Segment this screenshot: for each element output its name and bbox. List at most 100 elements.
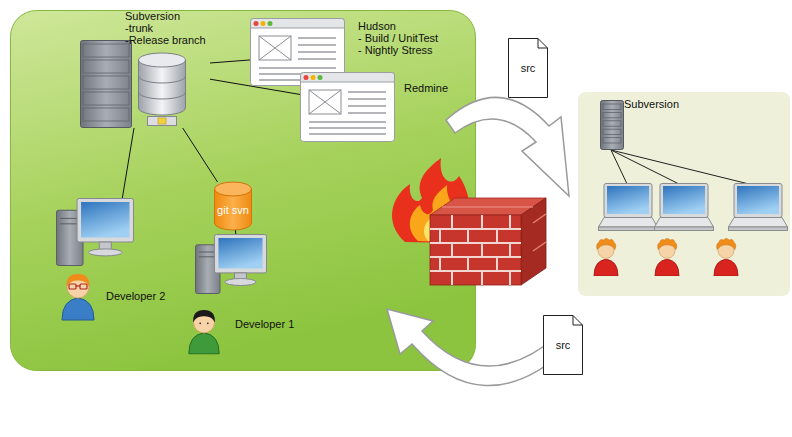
app-window (254, 21, 259, 26)
server-tower (83, 76, 129, 89)
app-window (259, 36, 291, 60)
server-tower (83, 44, 129, 57)
background-illustration (599, 184, 658, 231)
network-link (210, 60, 250, 63)
network-link (122, 128, 134, 198)
desktop-computer (225, 279, 256, 286)
background-illustration (451, 243, 453, 257)
person-figure (189, 333, 219, 354)
app-window (301, 73, 395, 83)
app-window (348, 112, 386, 114)
desktop-computer (199, 252, 216, 253)
background-illustration (655, 238, 679, 276)
background-illustration (430, 270, 521, 272)
background-illustration (594, 238, 618, 276)
person-figure (62, 298, 94, 320)
app-window (348, 105, 386, 107)
database-cylinder (139, 53, 186, 67)
app-window (298, 37, 336, 39)
node-label: git svn (214, 204, 252, 216)
background-illustration (481, 215, 483, 229)
app-window (309, 133, 386, 135)
node-label: Hudson (358, 20, 396, 32)
network-hub (147, 116, 177, 126)
desktop-computer (214, 235, 266, 273)
node-label: Subversion (125, 10, 180, 22)
background-illustration (467, 257, 469, 271)
background-illustration (521, 198, 546, 285)
background-illustration (655, 184, 714, 231)
person-figure (69, 284, 76, 289)
app-window (251, 19, 345, 29)
desktop-computer (88, 249, 122, 256)
app-window (298, 58, 336, 60)
desktop-computer (56, 198, 134, 266)
app-window (301, 73, 395, 142)
background-illustration (439, 257, 441, 271)
person-figure (66, 274, 89, 287)
person-figure (199, 322, 201, 324)
app-window (298, 44, 336, 46)
network-hub (148, 117, 177, 126)
database-cylinder (139, 76, 186, 83)
node-label: -Release branch (125, 34, 206, 46)
background-illustration (509, 215, 511, 229)
desktop-computer (195, 234, 267, 294)
person-figure (207, 322, 209, 324)
background-illustration (611, 150, 683, 186)
person-figure (80, 284, 87, 289)
background-illustration (442, 206, 533, 208)
desktop-computer (77, 199, 133, 243)
app-window (261, 21, 266, 26)
background-illustration (467, 229, 469, 243)
background-illustration (496, 229, 498, 243)
developer-workstation: Developer 1 (183, 234, 301, 358)
app-window (309, 90, 341, 114)
developer-workstation: Developer 2 (56, 198, 168, 322)
background-illustration (611, 150, 757, 186)
node-label: Developer 1 (235, 318, 294, 330)
network-hub (158, 118, 166, 124)
app-window (309, 121, 386, 123)
database-cylinder (139, 60, 186, 115)
background-illustration (714, 238, 738, 276)
server-tower (601, 101, 624, 150)
server-tower (81, 41, 132, 128)
background-illustration (387, 309, 566, 386)
background-illustration (442, 207, 546, 251)
background-illustration (430, 242, 521, 244)
node-label: Developer 2 (106, 290, 165, 302)
person-figure (185, 305, 223, 355)
network-link (235, 230, 236, 234)
app-window (309, 127, 386, 129)
app-window (309, 90, 341, 114)
background-illustration (430, 228, 521, 230)
desktop-computer (218, 238, 262, 268)
background-illustration (446, 97, 569, 196)
svn-server: Subversion-trunk-Release branch (78, 8, 210, 128)
background-illustration (439, 229, 441, 243)
background-illustration (451, 215, 453, 229)
person-figure (76, 285, 80, 286)
node-label: src (543, 339, 583, 351)
background-illustration (481, 271, 483, 285)
background-illustration (729, 184, 788, 231)
background-illustration (496, 257, 498, 271)
source-document: src (543, 315, 583, 375)
background-illustration (451, 271, 453, 285)
server-tower (603, 138, 621, 143)
app-window (268, 21, 273, 26)
background-illustration (578, 92, 790, 296)
document-shape (538, 39, 548, 49)
app-window (318, 75, 323, 80)
app-window (298, 51, 336, 53)
server-tower (603, 129, 621, 134)
node-label: src (508, 62, 548, 74)
document-shape (544, 316, 583, 375)
server-tower (600, 100, 624, 150)
node-label: Redmine (404, 82, 448, 94)
database-cylinder (138, 53, 186, 115)
node-label: - Build / UnitTest (358, 32, 438, 44)
server-tower (603, 112, 621, 117)
